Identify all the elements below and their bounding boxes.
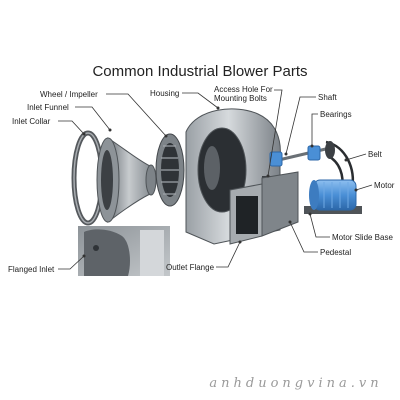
label-motor-slide-base: Motor Slide Base [332, 233, 393, 242]
label-shaft: Shaft [318, 93, 337, 102]
label-inlet-collar: Inlet Collar [12, 117, 51, 126]
label-flanged-inlet: Flanged Inlet [8, 265, 55, 274]
shaft-bearings-illustration [269, 145, 331, 167]
label-inlet-funnel: Inlet Funnel [27, 103, 69, 112]
flanged-inlet-illustration [78, 226, 170, 276]
label-housing: Housing [150, 89, 179, 98]
label-wheel-impeller: Wheel / Impeller [40, 90, 98, 99]
inlet-funnel-illustration [96, 137, 157, 224]
motor-illustration [304, 179, 362, 214]
label-motor: Motor [374, 181, 395, 190]
label-outlet-flange: Outlet Flange [166, 263, 215, 272]
label-access-hole: Access Hole For Mounting Bolts [214, 85, 275, 103]
diagram-title: Common Industrial Blower Parts [92, 63, 307, 80]
part-labels: Wheel / Impeller Inlet Funnel Inlet Coll… [8, 85, 395, 274]
label-bearings: Bearings [320, 110, 352, 119]
housing-illustration [185, 108, 299, 245]
watermark: anhduongvina.vn [209, 376, 382, 391]
label-belt: Belt [368, 150, 383, 159]
label-pedestal: Pedestal [320, 248, 351, 257]
wheel-impeller-illustration [155, 133, 185, 207]
